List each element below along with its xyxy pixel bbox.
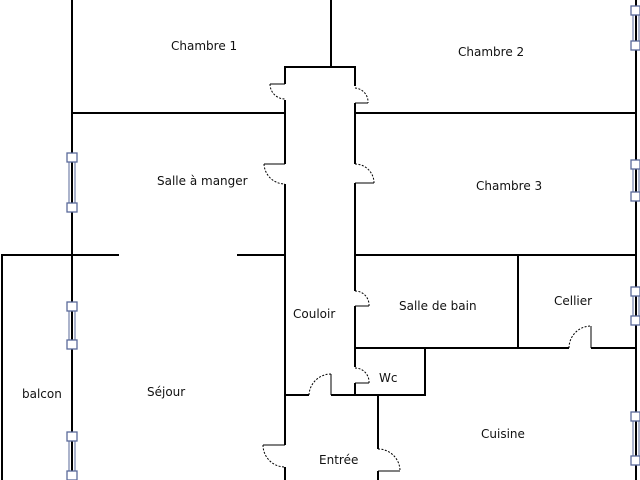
door-chambre-2 (353, 86, 369, 104)
door-sejour (262, 444, 287, 468)
door-chambre-3 (353, 163, 375, 184)
window-chambre-3 (630, 159, 640, 202)
room-label-chambre-1: Chambre 1 (171, 39, 237, 53)
room-label-wc: Wc (379, 371, 397, 385)
room-label-cuisine: Cuisine (481, 427, 525, 441)
windows (66, 5, 640, 480)
window-sejour-lower (66, 431, 78, 480)
room-label-chambre-2: Chambre 2 (458, 45, 524, 59)
door-couloir-entree (308, 373, 332, 397)
room-label-sejour: Séjour (147, 385, 185, 399)
room-label-chambre-3: Chambre 3 (476, 179, 542, 193)
window-salle-a-manger (66, 152, 78, 213)
window-cellier (630, 286, 640, 326)
door-chambre-1 (269, 83, 287, 100)
room-label-couloir: Couloir (293, 307, 335, 321)
door-cellier (568, 325, 592, 350)
window-sejour-upper (66, 301, 78, 350)
doors (262, 83, 592, 472)
door-wc (353, 367, 370, 384)
room-labels: Chambre 1 Chambre 2 Salle à manger Chamb… (22, 39, 592, 467)
door-cuisine (376, 448, 401, 472)
window-cuisine (630, 411, 640, 466)
door-salle-de-bain (353, 290, 370, 307)
room-label-salle-de-bain: Salle de bain (399, 299, 477, 313)
door-salle-a-manger (263, 163, 287, 185)
window-chambre-2 (630, 5, 640, 51)
room-label-balcon: balcon (22, 387, 62, 401)
room-label-entree: Entrée (319, 453, 358, 467)
room-label-salle-a-manger: Salle à manger (157, 174, 248, 188)
room-label-cellier: Cellier (554, 294, 592, 308)
